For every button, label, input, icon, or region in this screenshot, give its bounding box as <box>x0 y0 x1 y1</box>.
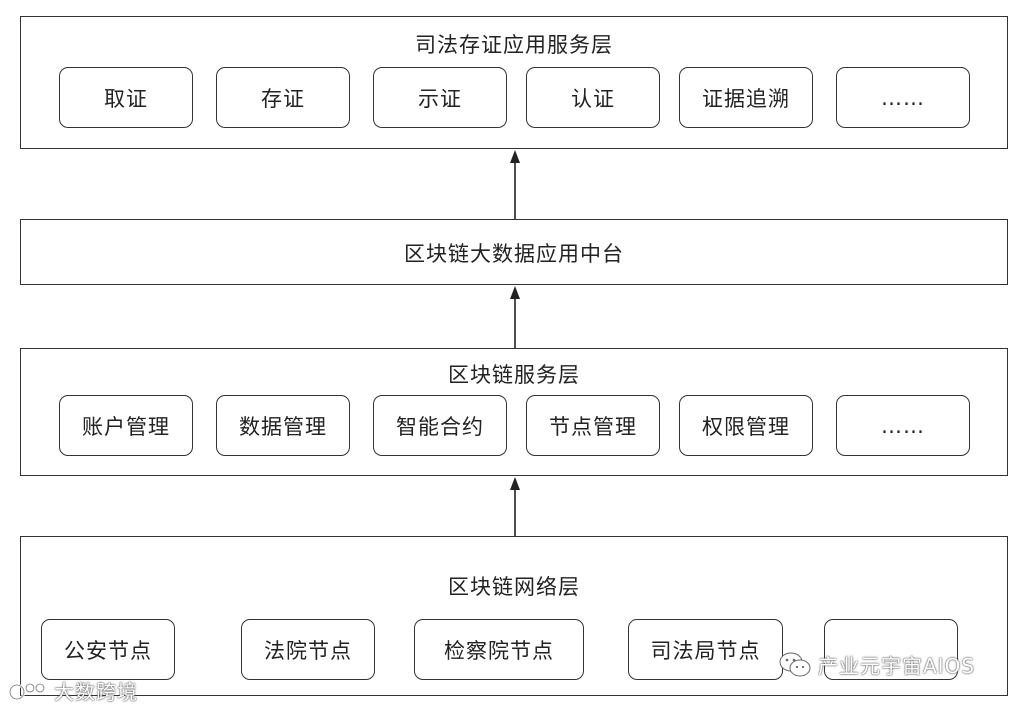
layer-blockchain-network: 区块链网络层 公安节点 法院节点 检察院节点 司法局节点 <box>20 536 1008 696</box>
chain-service-item-account-management: 账户管理 <box>59 395 193 456</box>
service-item-more: …… <box>836 67 970 128</box>
network-node-more <box>824 619 958 680</box>
chain-service-item-node-management: 节点管理 <box>526 395 660 456</box>
layer-title: 区块链服务层 <box>448 363 580 387</box>
layer-judicial-application-service: 司法存证应用服务层 取证 存证 示证 认证 证据追溯 …… <box>20 16 1008 149</box>
watermark-right-text: 产业元宇宙AIOS <box>818 654 976 678</box>
chain-service-item-smart-contract: 智能合约 <box>373 395 507 456</box>
network-node-judicial-bureau: 司法局节点 <box>628 619 783 680</box>
service-item-evidence-display: 示证 <box>373 67 507 128</box>
service-item-evidence-storage: 存证 <box>216 67 350 128</box>
chain-service-item-permission-management: 权限管理 <box>679 395 813 456</box>
arrow-up-icon <box>510 150 520 219</box>
arrow-up-icon <box>510 477 520 536</box>
layer-title: 区块链大数据应用中台 <box>404 242 624 266</box>
service-item-evidence-verification: 认证 <box>526 67 660 128</box>
service-item-evidence-collection: 取证 <box>59 67 193 128</box>
watermark-left: 大数跨境 <box>8 676 138 705</box>
chain-service-item-more: …… <box>836 395 970 456</box>
layer-title: 区块链网络层 <box>448 575 580 599</box>
network-node-public-security: 公安节点 <box>41 619 175 680</box>
watermark-logo-icon <box>8 682 46 700</box>
network-node-court: 法院节点 <box>241 619 375 680</box>
chain-service-item-data-management: 数据管理 <box>216 395 350 456</box>
layer-title: 司法存证应用服务层 <box>415 33 613 57</box>
arrow-up-icon <box>510 286 520 348</box>
watermark-left-text: 大数跨境 <box>54 680 138 704</box>
network-node-procuratorate: 检察院节点 <box>414 619 584 680</box>
watermark-right: 产业元宇宙AIOS <box>778 650 975 679</box>
layer-blockchain-bigdata-middle-platform: 区块链大数据应用中台 <box>20 219 1008 285</box>
layer-blockchain-service: 区块链服务层 账户管理 数据管理 智能合约 节点管理 权限管理 …… <box>20 348 1008 476</box>
wechat-icon <box>779 652 811 676</box>
service-item-evidence-tracing: 证据追溯 <box>679 67 813 128</box>
